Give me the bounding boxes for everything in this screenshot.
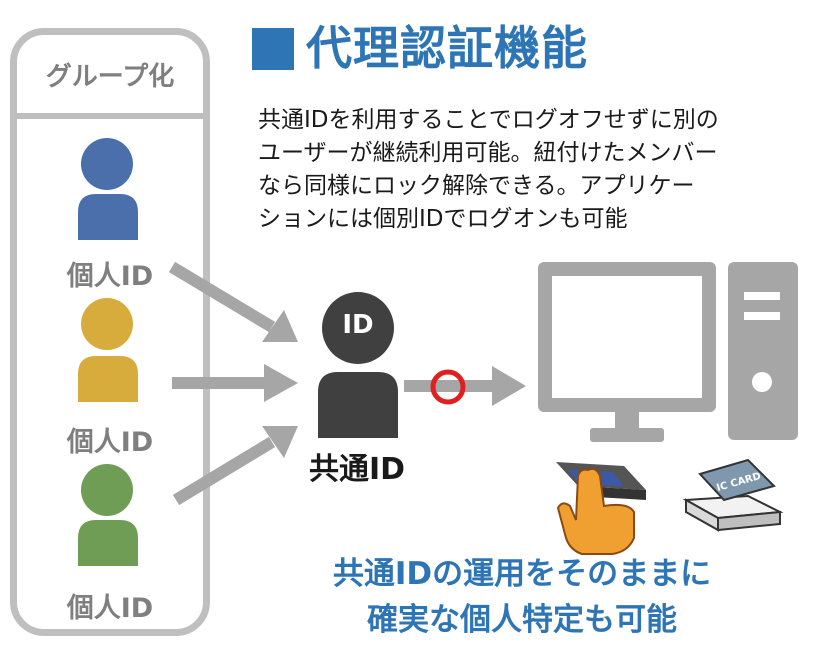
page-title: 代理認証機能 — [306, 21, 588, 75]
description: 共通IDを利用することでログオフせずに別の ユーザーが継続利用可能。紐付けたメン… — [258, 104, 806, 236]
bottom-message-line-1: 共通IDの運用をそのままに — [332, 556, 712, 592]
shared-user-label: 共通ID — [308, 452, 406, 487]
individual-label-3: 個人ID — [66, 593, 154, 624]
individual-label-2: 個人ID — [66, 427, 154, 458]
description-line-3: なら同様にロック解除できる。アプリケー — [258, 173, 695, 199]
pc-tower-icon — [728, 262, 798, 440]
approved-circle-mark — [430, 369, 466, 405]
individual-label-1: 個人ID — [66, 261, 154, 292]
title-square-icon — [252, 28, 294, 70]
group-title: グループ化 — [45, 62, 175, 92]
card-reader-hand-icon — [556, 462, 646, 555]
arrow-individual-3 — [172, 426, 298, 506]
arrow-individual-1 — [168, 261, 298, 342]
person-icon-yellow — [78, 298, 138, 402]
description-line-2: ユーザーが継続利用可能。紐付けたメンバー — [258, 140, 718, 166]
ic-card-reader-icon: IC CARD — [682, 458, 784, 532]
description-line-4: ションには個別IDでログオンも可能 — [258, 206, 628, 232]
bottom-message-line-2: 確実な個人特定も可能 — [367, 602, 677, 638]
group-divider — [10, 113, 210, 119]
shared-user-badge: ID — [342, 310, 374, 340]
description-line-1: 共通IDを利用することでログオフせずに別の — [258, 107, 719, 133]
person-icon-blue — [78, 138, 138, 240]
person-icon-green — [78, 464, 138, 566]
group-panel — [10, 28, 210, 636]
shared-user-icon — [318, 292, 398, 438]
monitor-icon — [538, 262, 716, 442]
arrow-to-pc — [404, 366, 526, 406]
arrow-individual-2 — [172, 364, 298, 402]
